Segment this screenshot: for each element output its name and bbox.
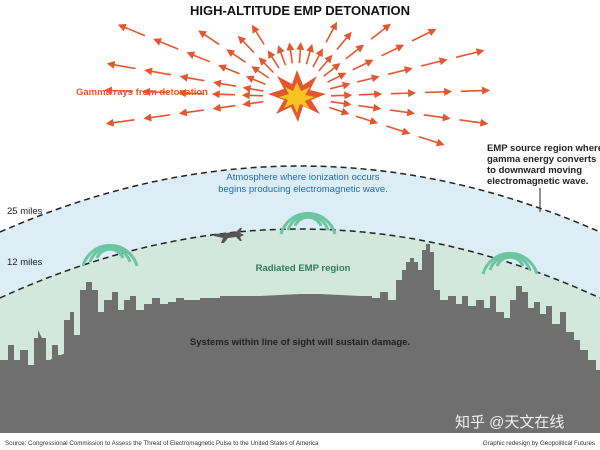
gamma-ray-arrow xyxy=(241,91,264,100)
gamma-ray-arrow xyxy=(213,79,237,88)
label-damage: Systems within line of sight will sustai… xyxy=(190,337,410,348)
gamma-ray-arrow xyxy=(460,86,491,95)
gamma-ray-arrow xyxy=(355,115,379,125)
gamma-ray-arrow xyxy=(424,87,453,96)
boundary-25-miles xyxy=(0,165,600,233)
gamma-ray-arrow xyxy=(358,103,382,112)
gamma-ray-arrow xyxy=(143,113,171,122)
gamma-ray-arrow xyxy=(411,28,437,42)
gamma-ray-arrow xyxy=(390,89,417,98)
gamma-ray-arrow xyxy=(242,84,264,93)
gamma-ray-arrow xyxy=(251,66,270,79)
gamma-ray-arrow xyxy=(186,51,211,63)
label-12-miles: 12 miles xyxy=(7,257,43,268)
gamma-ray-arrow xyxy=(381,44,405,57)
gamma-ray-arrow xyxy=(329,106,350,116)
gamma-ray-arrow xyxy=(267,50,280,69)
gamma-ray-arrow xyxy=(212,103,236,112)
gamma-ray-arrow xyxy=(258,57,274,74)
label-25-miles: 25 miles xyxy=(7,206,43,217)
footer-band xyxy=(0,433,600,450)
gamma-ray-arrow xyxy=(330,99,352,108)
label-source-line4: electromagnetic wave. xyxy=(487,176,588,187)
gamma-rays xyxy=(103,21,491,147)
footer-credit: Graphic redesign by Geopolitical Futures xyxy=(483,440,595,447)
gamma-ray-arrow xyxy=(325,21,338,43)
gamma-ray-arrow xyxy=(237,35,255,53)
gamma-ray-arrow xyxy=(423,113,451,122)
airplane-icon xyxy=(214,228,244,243)
label-radiated-emp: Radiated EMP region xyxy=(256,263,351,274)
gamma-ray-arrow xyxy=(421,57,448,67)
detonation-burst-icon xyxy=(268,70,326,122)
gamma-ray-arrow xyxy=(286,42,295,64)
gamma-ray-arrow xyxy=(370,23,391,40)
label-source-line2: gamma energy converts xyxy=(487,154,596,165)
gamma-ray-arrow xyxy=(352,59,374,71)
gamma-ray-arrow xyxy=(178,108,205,117)
gamma-ray-arrow xyxy=(358,90,383,99)
label-source-line3: to downward moving xyxy=(487,165,582,176)
gamma-ray-arrow xyxy=(388,66,413,76)
gamma-ray-arrow xyxy=(323,63,341,77)
label-source-line1: EMP source region where xyxy=(487,143,600,154)
gamma-ray-arrow xyxy=(305,43,314,65)
gamma-ray-arrow xyxy=(357,74,380,83)
gamma-ray-arrow xyxy=(218,64,240,75)
gamma-ray-arrow xyxy=(242,99,264,108)
gamma-ray-arrow xyxy=(277,45,287,66)
gamma-ray-arrow xyxy=(153,38,179,50)
gamma-ray-arrow xyxy=(318,54,333,72)
gamma-ray-arrow xyxy=(418,135,445,147)
footer-source: Source: Congressional Commission to Asse… xyxy=(5,440,319,447)
gamma-ray-arrow xyxy=(251,24,265,45)
label-atmosphere-line2: begins producing electromagnetic wave. xyxy=(218,184,388,195)
label-atmosphere-line1: Atmosphere where ionization occurs xyxy=(226,172,379,183)
gamma-ray-arrow xyxy=(106,60,136,70)
gamma-ray-arrow xyxy=(226,49,247,63)
gamma-ray-arrow xyxy=(144,67,172,76)
gamma-ray-arrow xyxy=(329,81,351,90)
gamma-ray-arrow xyxy=(455,48,485,59)
gamma-ray-arrow xyxy=(179,73,205,82)
gamma-ray-arrow xyxy=(296,41,305,64)
gamma-ray-arrow xyxy=(386,125,411,136)
wave-icon-left xyxy=(81,243,139,267)
gamma-ray-arrow xyxy=(141,87,170,96)
label-gamma-rays: Gamma rays from detonation xyxy=(76,87,208,98)
diagram-title: HIGH-ALTITUDE EMP DETONATION xyxy=(190,3,410,18)
gamma-ray-arrow xyxy=(198,30,220,46)
gamma-ray-arrow xyxy=(345,44,365,60)
gamma-ray-arrow xyxy=(105,118,135,127)
gamma-ray-arrow xyxy=(117,23,146,37)
wave-icon-right xyxy=(481,251,539,275)
gamma-ray-arrow xyxy=(211,90,236,99)
gamma-ray-arrow xyxy=(336,31,352,51)
gamma-ray-arrow xyxy=(330,91,353,100)
wave-icon-top xyxy=(279,211,337,235)
gamma-ray-arrow xyxy=(103,86,134,95)
gamma-ray-arrow xyxy=(327,72,347,83)
gamma-ray-arrow xyxy=(312,48,323,68)
earth-surface xyxy=(0,302,600,450)
gamma-ray-arrow xyxy=(389,108,416,117)
gamma-ray-arrow xyxy=(177,89,204,98)
gamma-ray-arrow xyxy=(459,118,489,127)
gamma-ray-arrow xyxy=(245,75,266,86)
watermark: 知乎 @天文在线 xyxy=(455,414,564,431)
